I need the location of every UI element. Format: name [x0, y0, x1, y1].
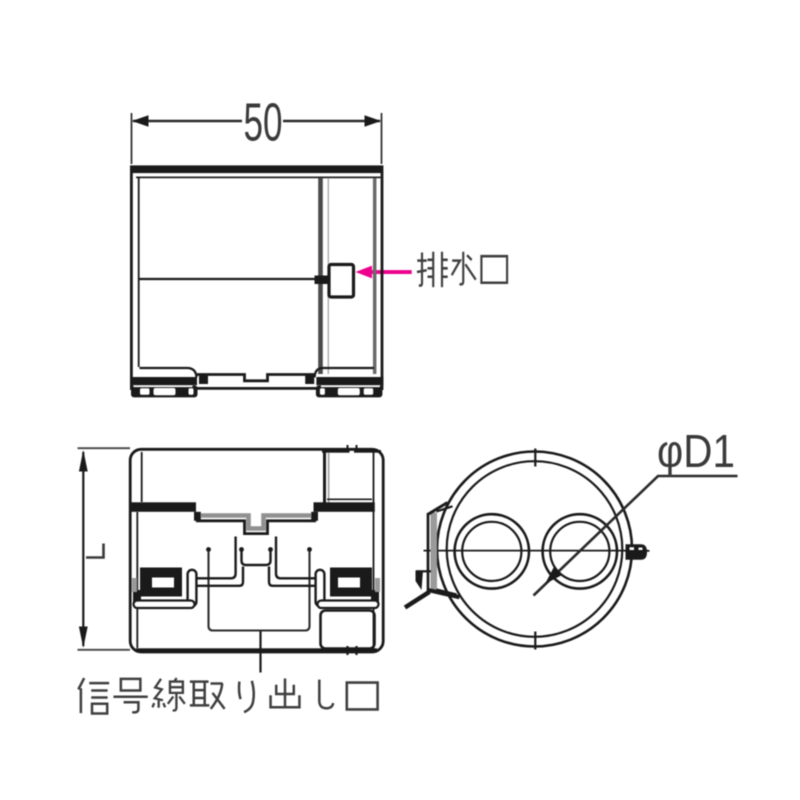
svg-text:50: 50: [243, 92, 282, 152]
svg-text:φD1: φD1: [657, 427, 735, 478]
